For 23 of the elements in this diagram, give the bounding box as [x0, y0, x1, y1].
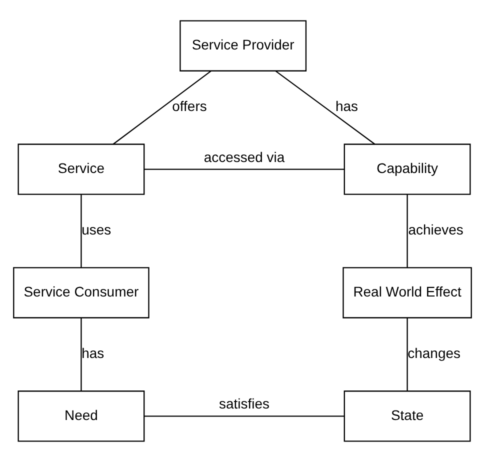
edge-label: uses [81, 222, 111, 238]
node-box: Need [17, 390, 144, 442]
connector [112, 70, 211, 145]
node-box: Service [17, 144, 144, 195]
node-box: Real World Effect [342, 267, 472, 318]
node-box: Service Provider [179, 20, 306, 72]
connector [144, 168, 344, 170]
node-box: Service Consumer [12, 267, 149, 318]
edge-label: has [81, 345, 104, 362]
edge-label: achieves [408, 222, 463, 238]
connector [274, 70, 375, 145]
edge-label: satisfies [218, 396, 269, 412]
node-box: Capability [343, 144, 470, 195]
connector [144, 416, 344, 417]
node-box: State [343, 390, 470, 442]
connector [80, 194, 82, 268]
connector [406, 318, 408, 392]
connector [80, 318, 82, 392]
edge-label: accessed via [203, 148, 284, 165]
edge-label: has [334, 98, 358, 114]
edge-label: changes [407, 345, 460, 362]
connector [406, 194, 408, 268]
edge-label: offers [172, 98, 206, 114]
